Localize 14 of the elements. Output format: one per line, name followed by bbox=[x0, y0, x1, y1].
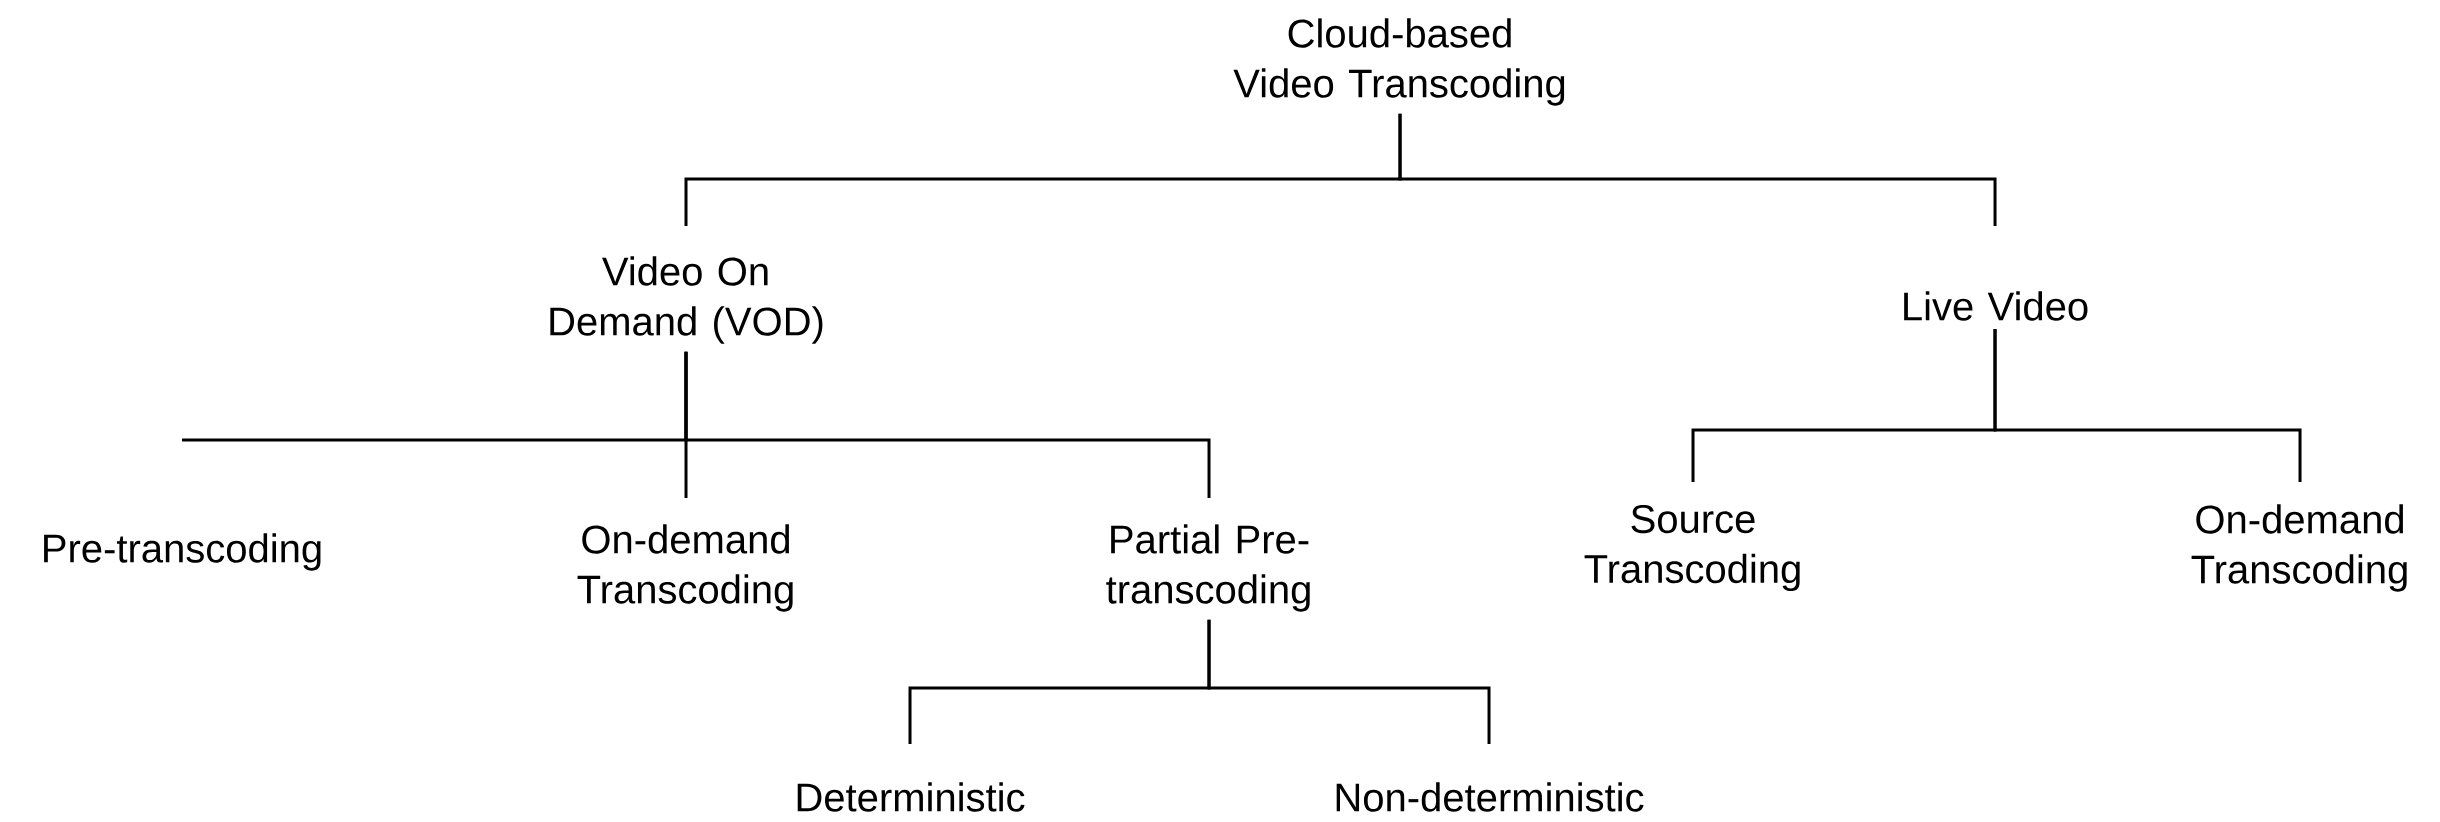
tree-connector bbox=[1993, 328, 2302, 482]
tree-connector bbox=[1207, 619, 1491, 744]
tree-connector bbox=[684, 351, 1211, 498]
category-label: Live Video bbox=[1904, 291, 2088, 321]
category-label: Cloud-based Video Transcoding bbox=[1233, 18, 1565, 106]
category-label: Non-deterministic bbox=[1336, 782, 1644, 812]
category-label: Video On Demand (VOD) bbox=[550, 256, 823, 344]
category-label: Source Transcoding bbox=[1584, 504, 1800, 592]
tree-connector bbox=[1398, 113, 1997, 226]
category-label: Deterministic bbox=[797, 782, 1025, 812]
category-label: Partial Pre-transcoding bbox=[1106, 524, 1310, 612]
category-label: Pre-transcoding bbox=[44, 533, 321, 571]
category-label: On-demand Transcoding bbox=[577, 524, 793, 612]
category-label: On-demand Transcoding bbox=[2191, 504, 2407, 592]
